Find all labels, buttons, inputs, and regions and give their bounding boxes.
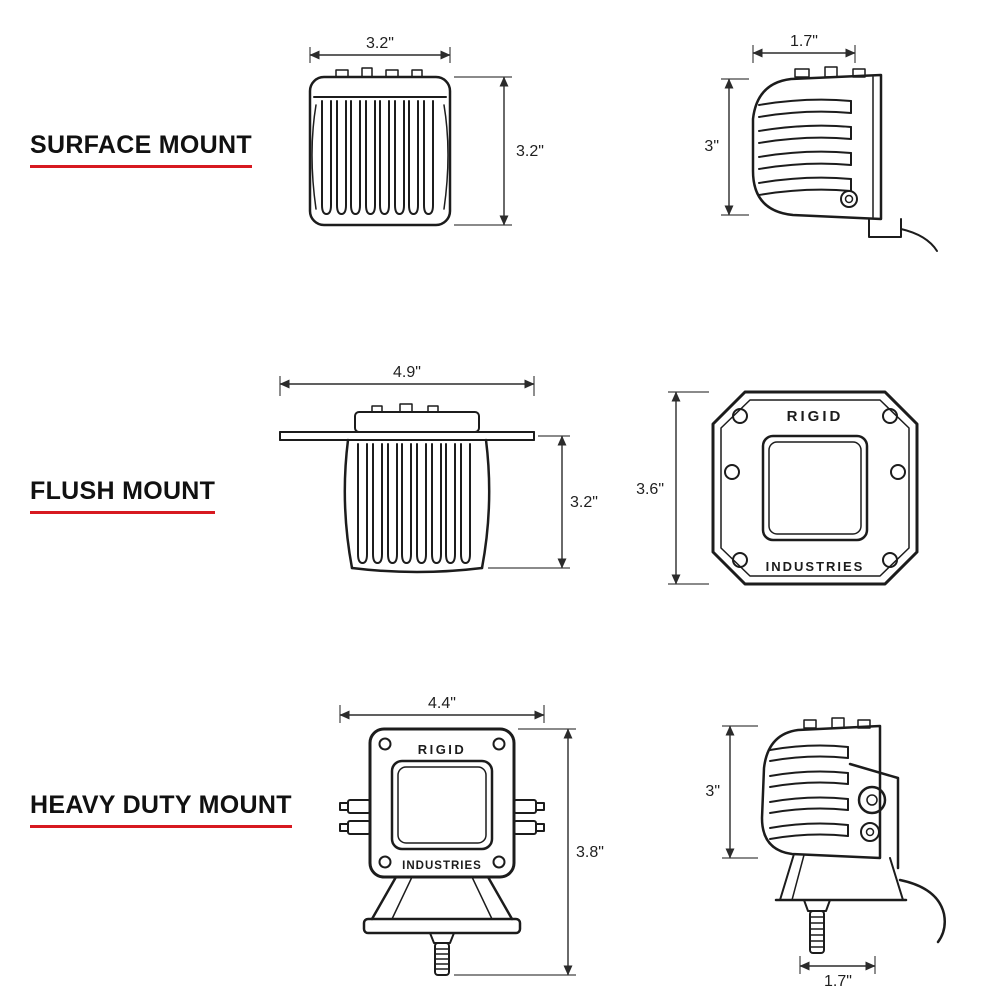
heatsink-fins — [357, 443, 471, 564]
threaded-stud — [809, 910, 825, 954]
flush-panel: RIGID INDUSTRIES — [711, 390, 919, 586]
wire — [900, 228, 938, 252]
dimension-height: 3.2" — [488, 435, 598, 569]
connector-bumps — [803, 717, 871, 729]
dimension-height: 3" — [705, 725, 758, 859]
dim-heavy-side-width: 1.7" — [824, 973, 852, 990]
mount-label-surface: SURFACE MOUNT — [30, 131, 252, 168]
dimension-width: 3.2" — [309, 35, 451, 63]
dimension-height: 3" — [704, 78, 749, 216]
light-housing-side — [751, 66, 938, 252]
threaded-stud — [434, 942, 450, 976]
mounting-holes — [724, 408, 906, 568]
dimension-width: 1.7" — [799, 956, 876, 990]
mount-label-surface-text: SURFACE MOUNT — [30, 131, 252, 168]
dim-surface-front-height: 3.2" — [516, 143, 544, 160]
dimension-width: 1.7" — [752, 33, 856, 63]
light-housing: RIGID INDUSTRIES — [339, 727, 545, 976]
brand-industries-text: INDUSTRIES — [766, 559, 865, 574]
side-bolts — [339, 799, 545, 835]
dim-flush-side-height: 3.2" — [570, 494, 598, 511]
brand-industries-text: INDUSTRIES — [402, 860, 482, 872]
dimension-width: 4.9" — [279, 364, 535, 396]
dim-surface-side-height: 3" — [704, 138, 719, 155]
flush-mount-front-drawing: RIGID INDUSTRIES 3.6" — [636, 390, 919, 586]
flush-mount-side-drawing: 4.9" 3.2" — [279, 364, 598, 574]
pivot-bolt-large — [857, 785, 887, 815]
wire — [898, 878, 946, 944]
heatsink-fins-side — [769, 744, 849, 840]
dim-surface-front-width: 3.2" — [366, 35, 394, 52]
dimension-height: 3.6" — [636, 391, 709, 585]
mount-bracket-side — [774, 762, 946, 954]
dim-flush-side-width: 4.9" — [393, 364, 421, 381]
dimension-height: 3.8" — [454, 728, 604, 976]
dim-heavy-front-width: 4.4" — [428, 695, 456, 712]
mount-label-flush: FLUSH MOUNT — [30, 477, 216, 514]
side-screw — [840, 190, 858, 208]
mount-foot — [868, 218, 938, 252]
brand-rigid-text: RIGID — [787, 408, 844, 425]
heatsink-fins — [321, 100, 434, 215]
dim-flush-front-height: 3.6" — [636, 481, 664, 498]
bolt-nut — [429, 932, 455, 944]
pivot-bolt-small — [860, 822, 880, 842]
lens — [390, 759, 494, 851]
brand-rigid-text: RIGID — [418, 742, 467, 757]
dim-heavy-side-height: 3" — [705, 783, 720, 800]
connector-bumps — [335, 67, 423, 78]
connector-bumps — [794, 66, 866, 78]
heavy-duty-front-drawing: RIGID INDUSTRIES — [339, 695, 604, 976]
light-housing — [308, 67, 452, 227]
dimension-height: 3.2" — [454, 76, 544, 226]
lens — [761, 434, 869, 542]
connector-bumps — [371, 403, 439, 413]
dimension-width: 4.4" — [339, 695, 545, 723]
dim-heavy-front-height: 3.8" — [576, 844, 604, 861]
heavy-duty-side-drawing: 3" 1.7" — [705, 717, 946, 990]
mount-label-heavy-duty-text: HEAVY DUTY MOUNT — [30, 791, 292, 828]
surface-mount-front-drawing: 3.2" 3.2" — [308, 35, 544, 227]
corner-screws — [378, 737, 506, 869]
surface-mount-side-drawing: 1.7" 3" — [704, 33, 938, 252]
bolt-nut — [803, 899, 831, 912]
light-housing-side — [760, 717, 882, 860]
mount-label-heavy-duty: HEAVY DUTY MOUNT — [30, 791, 292, 828]
flange-plate — [279, 431, 535, 441]
dim-surface-side-width: 1.7" — [790, 33, 818, 50]
mount-bracket — [362, 875, 522, 976]
light-housing — [343, 403, 491, 574]
heatsink-fins-side — [758, 98, 852, 196]
mount-label-flush-text: FLUSH MOUNT — [30, 477, 216, 514]
